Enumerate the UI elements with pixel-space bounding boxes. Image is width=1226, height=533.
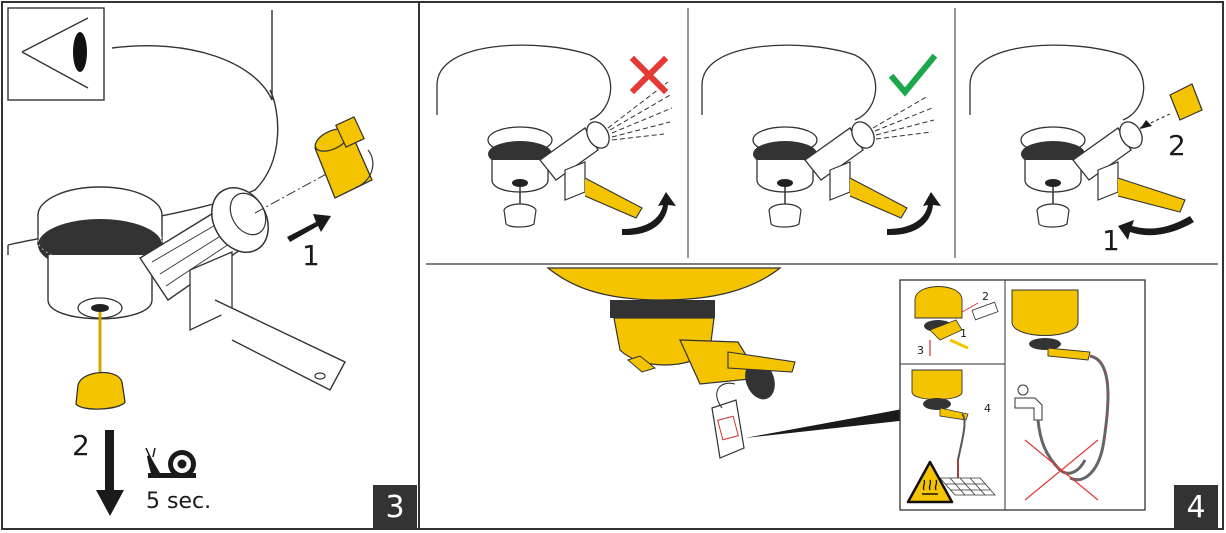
rotate-arrow-icon bbox=[887, 192, 941, 236]
replace-cap-scene: 2 1 bbox=[969, 44, 1203, 257]
snail-icon bbox=[145, 447, 196, 478]
panel-3-badge-label: 3 bbox=[385, 490, 404, 525]
step-2-label: 2 bbox=[72, 429, 90, 462]
t-key-handle bbox=[75, 312, 126, 410]
faucet-icon bbox=[1014, 384, 1087, 475]
duration-label: 5 sec. bbox=[146, 489, 211, 514]
rotate-arrow-icon bbox=[622, 192, 676, 236]
panel-4-badge-label: 4 bbox=[1186, 490, 1205, 525]
drain-grate bbox=[939, 477, 996, 496]
check-icon bbox=[888, 53, 938, 97]
step-1-label: 1 bbox=[302, 239, 320, 272]
inset-step-3-label: 3 bbox=[917, 344, 924, 357]
cross-icon bbox=[629, 55, 669, 95]
panel-3: 1 2 5 sec. 3 bbox=[7, 7, 417, 529]
panel-3-badge bbox=[373, 485, 417, 529]
inset-step-4-label: 4 bbox=[984, 402, 991, 415]
top-step-1-label: 1 bbox=[1102, 224, 1120, 257]
inset-step-2-label: 2 bbox=[982, 290, 989, 303]
prohibited-cross-icon bbox=[1024, 439, 1099, 501]
inset-box: 2 1 3 4 bbox=[899, 279, 1146, 511]
arrow-down-icon bbox=[96, 430, 124, 516]
arrow-1-icon bbox=[287, 214, 331, 242]
correct-drain-scene bbox=[701, 44, 941, 236]
top-step-2-label: 2 bbox=[1168, 129, 1186, 162]
rotate-back-arrow-icon bbox=[1118, 216, 1194, 240]
callout-pointer bbox=[745, 408, 908, 438]
drain-valve-body bbox=[37, 171, 346, 391]
hot-surface-warning-icon bbox=[906, 460, 954, 504]
panel-4-badge bbox=[1174, 485, 1218, 529]
arrow-2-icon bbox=[1140, 120, 1152, 129]
eye-icon bbox=[7, 7, 105, 101]
inset-step-1-label: 1 bbox=[960, 327, 967, 340]
wrong-drain-scene bbox=[436, 44, 676, 236]
yellow-tank-scene bbox=[546, 267, 908, 459]
yellow-cap bbox=[314, 116, 374, 199]
